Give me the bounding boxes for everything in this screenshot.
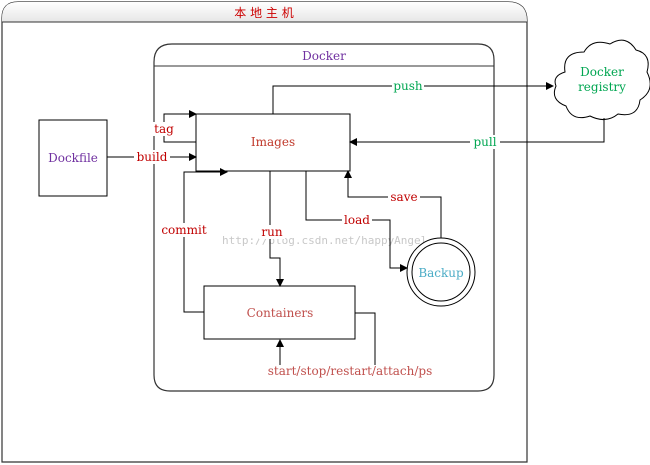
edge-save: save: [344, 170, 442, 238]
backup-label: Backup: [418, 266, 464, 280]
registry-label-line2: registry: [578, 80, 626, 94]
edge-push: push: [272, 79, 554, 114]
run-label: run: [261, 225, 282, 239]
containers-label: Containers: [247, 306, 314, 320]
pull-label: pull: [473, 135, 496, 149]
push-label: push: [393, 79, 423, 93]
edge-tag: tag: [152, 110, 197, 143]
edge-commit: commit: [161, 168, 228, 313]
registry-cloud: Docker registry: [553, 39, 650, 120]
commit-label: commit: [161, 223, 207, 237]
dockerfile-label: Dockfile: [48, 151, 98, 165]
tag-label: tag: [154, 122, 174, 136]
images-label: Images: [251, 135, 295, 149]
build-label: build: [137, 150, 168, 164]
host-title: 本 地 主 机: [234, 6, 293, 20]
edge-build: build: [107, 150, 197, 164]
edge-load: load: [305, 171, 408, 272]
save-label: save: [390, 190, 417, 204]
images-node: Images: [195, 113, 351, 172]
edge-lifecycle: start/stop/restart/attach/ps: [268, 312, 433, 378]
edge-pull: pull: [349, 118, 605, 149]
watermark: http://blog.csdn.net/happyAngel: [222, 234, 427, 247]
registry-label-line1: Docker: [580, 65, 624, 79]
edge-run: run: [259, 171, 285, 287]
lifecycle-label: start/stop/restart/attach/ps: [268, 364, 433, 378]
load-label: load: [344, 213, 370, 227]
dockerfile-node: Dockfile: [38, 119, 108, 197]
docker-title: Docker: [302, 49, 346, 63]
containers-node: Containers: [203, 285, 356, 340]
backup-node: Backup: [406, 237, 476, 307]
